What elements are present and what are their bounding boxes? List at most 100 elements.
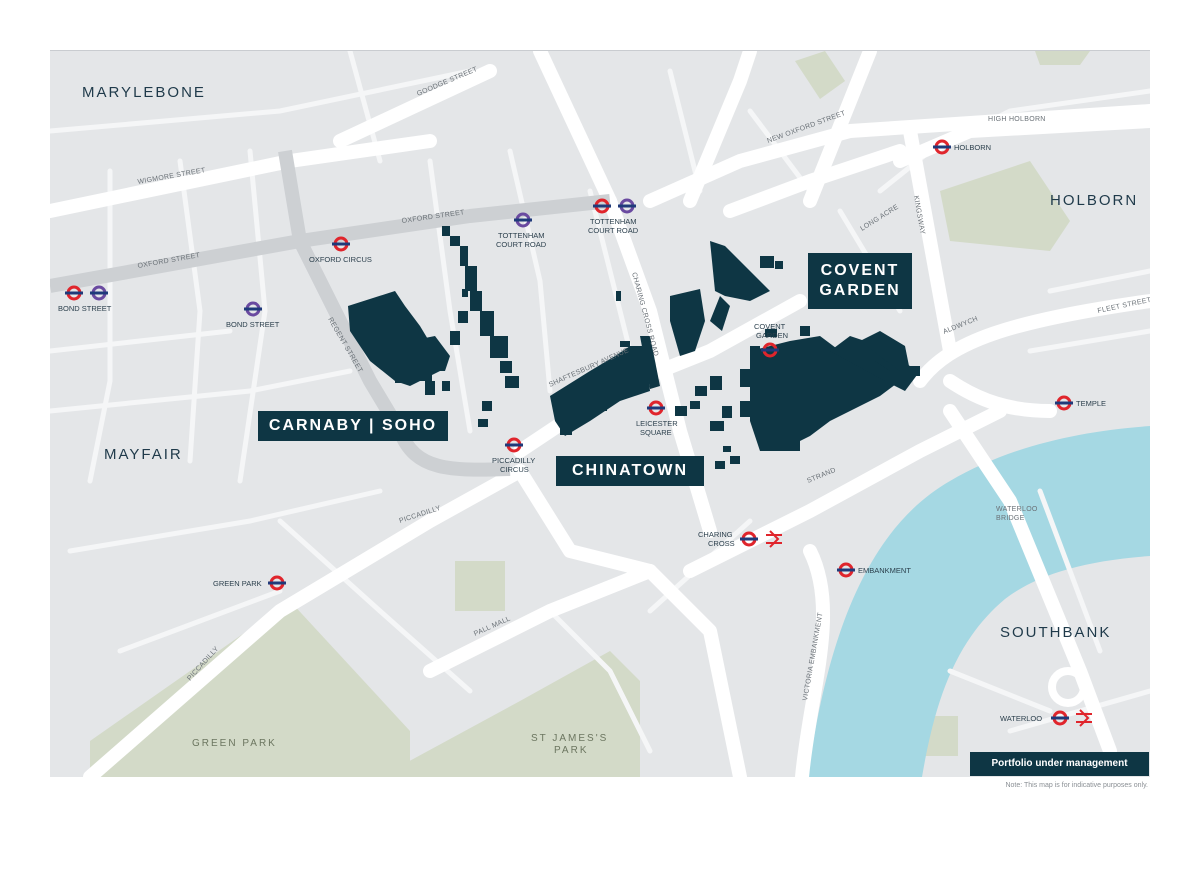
station-tcr-1-b: COURT ROAD — [496, 240, 547, 249]
roundel-holborn[interactable] — [933, 139, 951, 155]
roundel-oxford-circus[interactable] — [332, 236, 350, 252]
pall-mall-road — [423, 564, 657, 678]
long-acre-road — [723, 144, 907, 218]
cg-block-11 — [715, 461, 725, 469]
roundel-tcr-el-2[interactable] — [618, 198, 636, 214]
district-covent-garden[interactable]: COVENT GARDEN — [808, 253, 912, 309]
st-james-park-area — [380, 651, 640, 777]
station-piccadilly-b: CIRCUS — [500, 465, 529, 474]
street-waterloo-bridge-1: WATERLOO — [996, 506, 1038, 513]
roundel-tcr-el[interactable] — [514, 212, 532, 228]
south-east-arc — [943, 374, 1057, 418]
street-waterloo-bridge-2: BRIDGE — [996, 515, 1025, 522]
station-tcr-1-a: TOTTENHAM — [498, 231, 545, 240]
northern-square — [795, 51, 845, 99]
soho-block-7 — [490, 336, 508, 358]
carnaby-block-4 — [425, 381, 435, 395]
portfolio-buildings — [348, 226, 920, 469]
chinatown-block-3 — [560, 421, 572, 435]
roundel-piccadilly-circus[interactable] — [505, 437, 523, 453]
cg-block-22 — [860, 331, 910, 371]
cg-block-13 — [723, 446, 731, 452]
soho-block-1 — [442, 226, 450, 236]
roundel-waterloo[interactable] — [1051, 710, 1069, 726]
cg-block-23 — [740, 369, 752, 387]
piccadilly-road — [83, 464, 527, 777]
oxford-street-road — [50, 194, 611, 293]
district-covent-garden-line-1: COVENT — [820, 262, 900, 279]
holborn-road — [893, 114, 1150, 168]
cg-block-1 — [710, 241, 770, 301]
cg-block-2 — [670, 289, 705, 356]
cg-block-19 — [750, 346, 760, 356]
station-leicester-a: LEICESTER — [636, 419, 678, 428]
cg-block-12 — [730, 456, 740, 464]
map-disclaimer-note: Note: This map is for indicative purpose… — [1005, 782, 1148, 789]
cg-block-21 — [780, 439, 800, 451]
cg-block-25 — [695, 386, 707, 396]
haymarket — [513, 464, 657, 578]
area-holborn: HOLBORN — [1050, 192, 1138, 209]
soho-block-4 — [465, 266, 477, 291]
station-embankment: EMBANKMENT — [858, 566, 911, 575]
lincolns-inn-fields — [940, 161, 1070, 251]
station-bond-street-west: BOND STREET — [58, 304, 112, 313]
station-bond-street: BOND STREET — [226, 320, 280, 329]
district-carnaby-soho[interactable]: CARNABY | SOHO — [258, 411, 448, 441]
stations: HOLBORN BOND STREET BOND STREET OXFORD C… — [58, 139, 1106, 727]
cg-block-27 — [710, 296, 730, 331]
roundel-covent-garden[interactable] — [761, 342, 779, 358]
roundel-green-park[interactable] — [268, 575, 286, 591]
soho-block-12 — [482, 401, 492, 411]
station-oxford-circus: OXFORD CIRCUS — [309, 255, 372, 264]
carnaby-block-6 — [418, 371, 432, 381]
embankment-road — [795, 544, 831, 777]
district-chinatown[interactable]: CHINATOWN — [556, 456, 704, 486]
street-high-holborn: HIGH HOLBORN — [988, 116, 1046, 123]
legend-portfolio: Portfolio under management — [970, 752, 1149, 776]
national-rail-icon — [766, 530, 782, 548]
soho-block-3 — [460, 246, 468, 266]
soho-block-11 — [505, 376, 519, 388]
soho-block-14 — [462, 289, 468, 297]
chinatown-block-6 — [620, 341, 630, 347]
station-charing-b: CROSS — [708, 539, 735, 548]
regent-street-road — [278, 149, 511, 477]
area-southbank: SOUTHBANK — [1000, 624, 1111, 641]
river-thames — [808, 426, 1150, 777]
green-park-area — [90, 601, 410, 777]
chinatown-block-5 — [595, 401, 607, 411]
trafalgar-south — [643, 564, 747, 777]
roundel-temple[interactable] — [1055, 395, 1073, 411]
soho-block-6 — [480, 311, 494, 336]
roundel-tcr-ug[interactable] — [593, 198, 611, 214]
station-tcr-2-a: TOTTENHAM — [590, 217, 637, 226]
map-frame: MARYLEBONE HOLBORN MAYFAIR SOUTHBANK GRE… — [50, 50, 1150, 777]
cg-block-4 — [830, 336, 920, 391]
roundel-charing-cross[interactable] — [740, 531, 758, 547]
east-diag — [803, 51, 877, 208]
carnaby-block-3 — [395, 371, 407, 383]
aldwych-road — [913, 294, 1150, 388]
soho-block-10 — [500, 361, 512, 373]
chinatown-block-4 — [575, 413, 585, 423]
carnaby-block-5 — [442, 381, 450, 391]
cg-block-6 — [740, 401, 752, 417]
map-canvas: MARYLEBONE HOLBORN MAYFAIR SOUTHBANK GRE… — [50, 51, 1150, 777]
station-charing-a: CHARING — [698, 530, 733, 539]
tcr-north — [533, 51, 617, 208]
roundel-bond-street-west-el[interactable] — [90, 285, 108, 301]
roundel-leicester-square[interactable] — [647, 400, 665, 416]
park-st-james-1: ST JAMES'S — [531, 733, 608, 744]
major-roads — [50, 51, 1150, 777]
north-diag — [683, 51, 757, 208]
goodge-road — [333, 64, 497, 148]
cg-block-20 — [765, 329, 777, 337]
cg-block-24 — [710, 376, 722, 390]
soho-block-5 — [470, 291, 482, 311]
station-holborn: HOLBORN — [954, 143, 991, 152]
roundel-bond-street-west-ug[interactable] — [65, 285, 83, 301]
roundel-embankment[interactable] — [837, 562, 855, 578]
roundel-bond-street-el[interactable] — [244, 301, 262, 317]
national-rail-icon — [1076, 709, 1092, 727]
